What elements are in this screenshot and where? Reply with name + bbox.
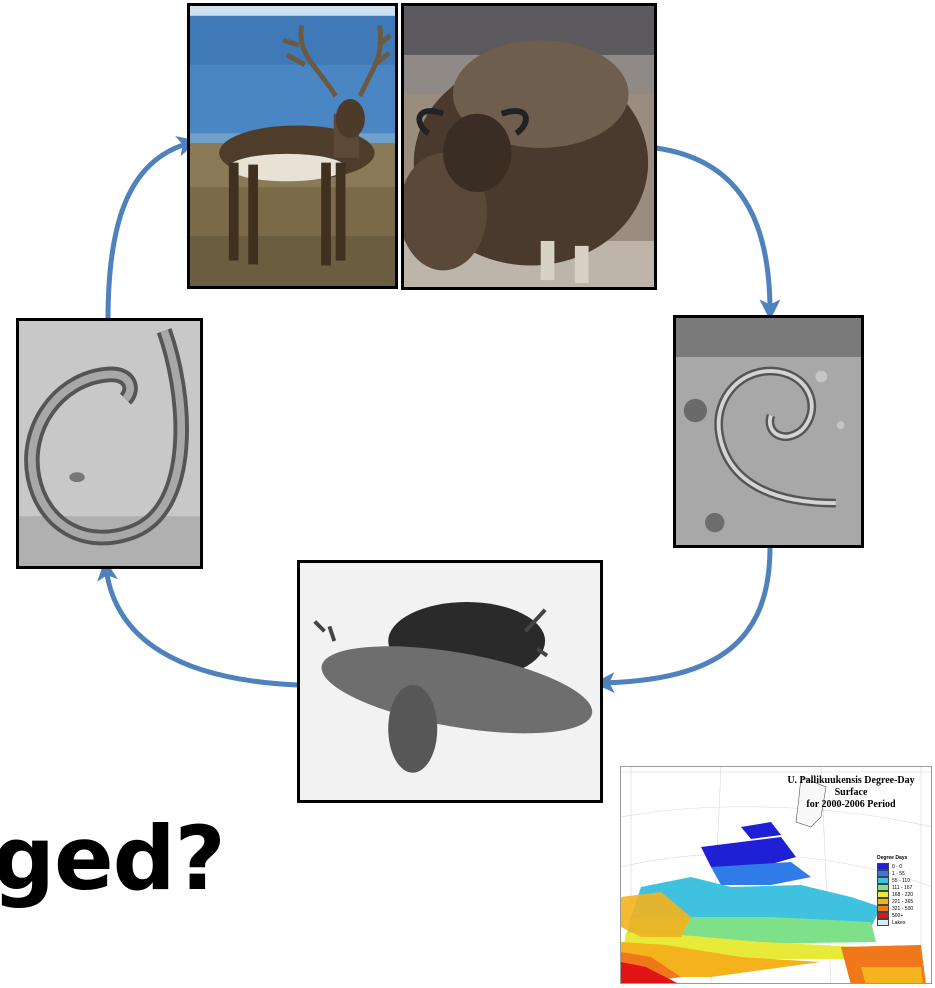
legend-item: 0 - 0: [877, 863, 927, 870]
legend-item: Lakes: [877, 919, 927, 926]
map-title-line1: U. Pallikuukensis Degree-Day Surface: [771, 775, 931, 799]
legend-swatch: [877, 891, 889, 898]
legend-swatch: [877, 919, 889, 926]
legend-label: 111 - 167: [892, 885, 912, 891]
legend-label: Lakes: [892, 920, 905, 926]
legend-item: 111 - 167: [877, 884, 927, 891]
arrow-larva-to-caribou: [108, 143, 190, 320]
partial-heading: ged?: [0, 815, 225, 903]
legend-swatch: [877, 905, 889, 912]
legend-swatch: [877, 870, 889, 877]
arrow-larva-to-slug: [602, 547, 770, 683]
legend-item: 221 - 365: [877, 898, 927, 905]
legend-swatch: [877, 898, 889, 905]
arrow-muskox-to-larva: [656, 148, 770, 312]
legend-label: 168 - 220: [892, 892, 913, 898]
legend-item: 55 - 110: [877, 877, 927, 884]
legend-swatch: [877, 884, 889, 891]
larva-micrograph-left: [16, 318, 203, 569]
degree-day-map: U. Pallikuukensis Degree-Day Surface for…: [620, 766, 932, 984]
map-title-line2: for 2000-2006 Period: [771, 799, 931, 811]
map-title: U. Pallikuukensis Degree-Day Surface for…: [771, 775, 931, 811]
legend-item: 500+: [877, 912, 927, 919]
legend-label: 55 - 110: [892, 878, 910, 884]
legend-label: 1 - 55: [892, 871, 905, 877]
legend-label: 221 - 365: [892, 899, 913, 905]
caribou-photo: [187, 3, 398, 289]
legend-item: 1 - 55: [877, 870, 927, 877]
legend-swatch: [877, 912, 889, 919]
legend-item: 321 - 500: [877, 905, 927, 912]
arrow-slug-to-larva: [106, 568, 298, 685]
legend-title: Degree Days: [877, 855, 927, 861]
muskox-photo: [401, 3, 657, 290]
legend-label: 0 - 0: [892, 864, 902, 870]
legend-swatch: [877, 863, 889, 870]
legend-item: 168 - 220: [877, 891, 927, 898]
legend-label: 500+: [892, 913, 903, 919]
legend-label: 321 - 500: [892, 906, 913, 912]
slug-photo: [297, 560, 603, 803]
map-legend: Degree Days 0 - 01 - 5555 - 110111 - 167…: [877, 855, 927, 926]
legend-swatch: [877, 877, 889, 884]
larva-micrograph-right: [673, 315, 864, 548]
